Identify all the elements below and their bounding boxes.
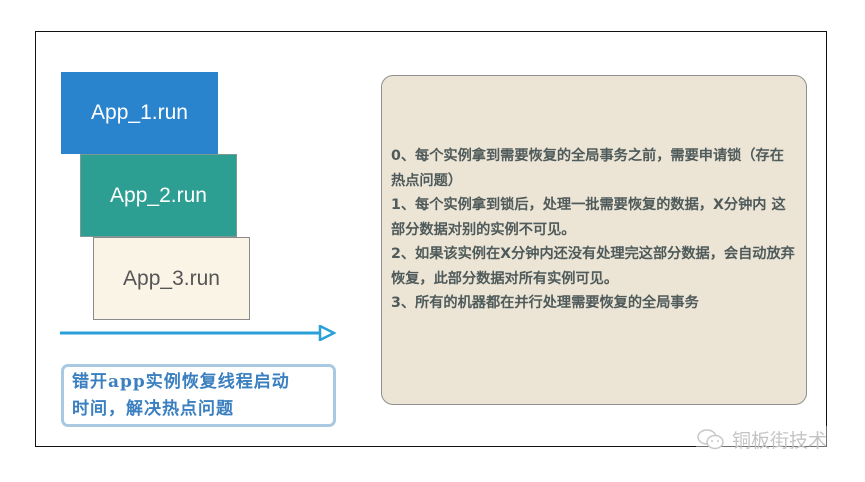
staggered-start-callout: 错开app实例恢复线程启动 时间，解决热点问题	[61, 364, 336, 427]
note-1: 1、每个实例拿到锁后，处理一批需要恢复的数据，X分钟内 这部分数据对别的实例不可…	[391, 197, 786, 238]
timeline-arrow-icon	[60, 325, 336, 341]
app-2-box: App_2.run	[80, 154, 237, 237]
app-3-box: App_3.run	[93, 237, 250, 320]
app-3-label: App_3.run	[123, 266, 220, 290]
note-0: 0、每个实例拿到需要恢复的全局事务之前，需要申请锁（存在热点问题）	[391, 148, 784, 189]
callout-line-1: 错开app实例恢复线程启动	[72, 372, 290, 392]
app-1-label: App_1.run	[91, 101, 188, 124]
app-1-box: App_1.run	[61, 72, 218, 154]
app-2-label: App_2.run	[110, 183, 207, 207]
note-2: 2、如果该实例在X分钟内还没有处理完这部分数据，会自动放弃恢复，此部分数据对所有…	[391, 246, 795, 287]
watermark-text: 铜板街技术	[732, 430, 828, 452]
recovery-notes-panel: 0、每个实例拿到需要恢复的全局事务之前，需要申请锁（存在热点问题） 1、每个实例…	[381, 75, 807, 405]
callout-line-2: 时间，解决热点问题	[72, 399, 234, 419]
wechat-icon	[697, 428, 724, 449]
note-3: 3、所有的机器都在并行处理需要恢复的全局事务	[391, 295, 699, 311]
watermark: 铜板街技术	[696, 426, 828, 453]
